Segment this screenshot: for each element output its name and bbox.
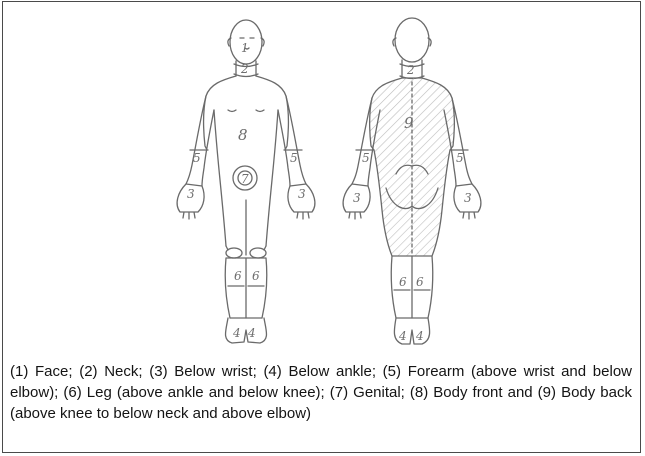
back-label-wrist-left: 3 (353, 191, 361, 205)
front-label-wrist-left: 3 (187, 187, 195, 201)
front-label-ankle-right: 4 (247, 326, 256, 340)
back-label-forearm-right: 5 (456, 151, 464, 165)
back-label-forearm-left: 5 (362, 151, 370, 165)
back-label-leg-right: 6 (416, 275, 424, 289)
front-label-face: 1 (241, 41, 249, 55)
back-head (395, 18, 429, 62)
front-label-body: 8 (238, 126, 248, 144)
back-label-body: 9 (404, 114, 414, 132)
front-label-genital: 7 (241, 172, 249, 186)
front-label-forearm-left: 5 (193, 151, 201, 165)
front-arm-right (278, 96, 306, 186)
front-label-leg-left: 6 (234, 269, 242, 283)
back-label-wrist-right: 3 (464, 191, 472, 205)
figure-caption: (1) Face; (2) Neck; (3) Below wrist; (4)… (10, 361, 632, 424)
front-feet (226, 318, 267, 343)
body-diagram: 1 2 8 7 5 5 3 3 6 6 4 4 2 9 5 5 3 3 6 6 … (0, 0, 645, 360)
front-legs (225, 258, 267, 318)
front-label-neck: 2 (240, 62, 249, 76)
front-arm-left (186, 96, 214, 186)
back-label-ankle-left: 4 (398, 329, 407, 343)
back-legs (391, 256, 433, 318)
back-label-ankle-right: 4 (415, 329, 424, 343)
front-label-ankle-left: 4 (232, 326, 241, 340)
front-label-leg-right: 6 (252, 269, 260, 283)
back-label-leg-left: 6 (399, 275, 407, 289)
front-label-forearm-right: 5 (290, 151, 298, 165)
front-label-wrist-right: 3 (298, 187, 306, 201)
back-label-neck: 2 (406, 63, 415, 77)
